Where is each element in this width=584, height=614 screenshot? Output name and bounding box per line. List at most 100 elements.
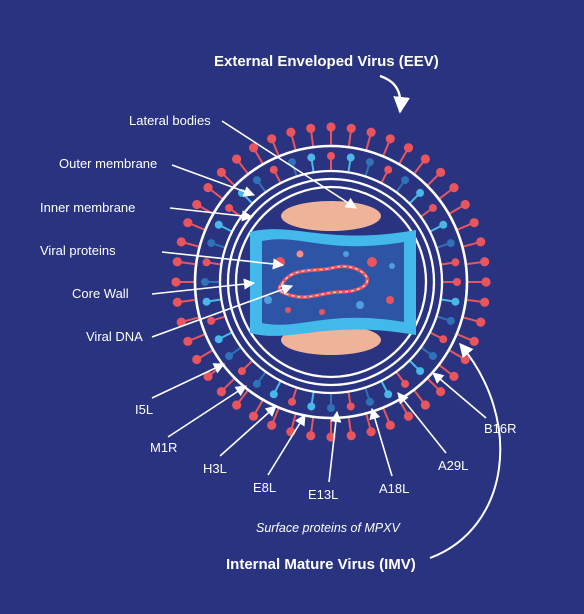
outer-spike-head bbox=[326, 122, 336, 132]
surface-protein-head bbox=[214, 220, 223, 229]
imv-title: Internal Mature Virus (IMV) bbox=[226, 556, 416, 573]
outer-spike-head bbox=[171, 277, 181, 287]
outer-spike-head bbox=[403, 143, 414, 153]
surface-protein-head bbox=[451, 258, 460, 267]
surface-protein-head bbox=[446, 316, 455, 325]
eev-title: External Enveloped Virus (EEV) bbox=[214, 53, 439, 70]
outer-spike-head bbox=[267, 134, 277, 144]
surface-protein-head bbox=[428, 203, 437, 212]
surface-protein-head bbox=[237, 367, 246, 376]
outer-spike-head bbox=[480, 257, 490, 267]
outer-spike-head bbox=[469, 218, 479, 228]
outer-spike-head bbox=[172, 257, 182, 267]
outer-spike-head bbox=[183, 218, 193, 228]
label-h3l: H3L bbox=[203, 461, 227, 476]
surface-protein-head bbox=[365, 158, 374, 167]
surface-protein-head bbox=[384, 165, 393, 174]
label-e13l: E13L bbox=[308, 487, 339, 502]
leader-lines bbox=[151, 74, 502, 559]
outer-spike-head bbox=[436, 387, 446, 397]
outer-spike-head bbox=[385, 134, 395, 144]
outer-spike-head bbox=[232, 154, 242, 164]
outer-spike-head bbox=[449, 371, 459, 381]
label-b16r: B16R bbox=[484, 421, 517, 436]
surface-protein-head bbox=[401, 176, 410, 185]
surface-protein-head bbox=[428, 352, 437, 361]
outer-spike-head bbox=[248, 143, 259, 153]
outer-spike-head bbox=[420, 400, 430, 410]
surface-protein-head bbox=[207, 239, 216, 248]
surface-protein-head bbox=[446, 239, 455, 248]
outer-spike-head bbox=[449, 183, 459, 193]
outer-spike-head bbox=[176, 237, 186, 247]
surface-protein-head bbox=[384, 390, 393, 399]
label-a18l: A18L bbox=[379, 481, 410, 496]
surface-protein-head bbox=[307, 402, 316, 411]
label-a29l: A29L bbox=[438, 458, 469, 473]
outer-spike-head bbox=[346, 431, 356, 441]
label-lateral-bodies: Lateral bodies bbox=[129, 113, 211, 128]
surface-protein-head bbox=[252, 176, 261, 185]
outer-spike-head bbox=[203, 183, 213, 193]
surface-protein-head bbox=[202, 258, 211, 267]
surface-protein-head bbox=[327, 404, 335, 412]
surface-protein-head bbox=[439, 220, 448, 229]
viral-dna bbox=[277, 264, 369, 299]
surface-protein-head bbox=[225, 352, 234, 361]
surface-protein-spikes bbox=[201, 152, 461, 412]
label-viral-proteins: Viral proteins bbox=[40, 243, 116, 258]
outer-spike-head bbox=[306, 431, 316, 441]
surface-protein-head bbox=[225, 203, 234, 212]
outer-spike-head bbox=[192, 199, 202, 210]
inner-membrane-outer-line bbox=[218, 169, 444, 395]
label-m1r: M1R bbox=[150, 440, 178, 455]
surface-protein-head bbox=[252, 379, 261, 388]
outer-spike-head bbox=[216, 387, 226, 397]
outer-spike-head bbox=[203, 371, 213, 381]
surface-protein-head bbox=[288, 397, 297, 406]
surface-protein-head bbox=[207, 316, 216, 325]
outer-spike-head bbox=[183, 336, 193, 346]
surface-protein-head bbox=[416, 367, 425, 376]
label-viral-dna: Viral DNA bbox=[86, 329, 143, 344]
surface-protein-head bbox=[269, 390, 278, 399]
surface-protein-head bbox=[439, 335, 448, 344]
outer-spike-head bbox=[216, 167, 226, 177]
label-e8l: E8L bbox=[253, 480, 277, 495]
surface-protein-head bbox=[346, 402, 355, 411]
surface-protein-head bbox=[453, 278, 461, 286]
outer-spike-head bbox=[480, 297, 490, 307]
outer-spike-head bbox=[192, 354, 202, 365]
surface-protein-head bbox=[346, 153, 355, 162]
outer-spike-head bbox=[346, 123, 356, 133]
outer-spike-head bbox=[476, 237, 486, 247]
outer-spike-head bbox=[248, 411, 259, 421]
surface-protein-head bbox=[288, 158, 297, 167]
inner-membrane-core-line bbox=[234, 185, 428, 379]
outer-spike-head bbox=[460, 199, 470, 210]
outer-spike-head bbox=[286, 127, 296, 137]
surface-protein-head bbox=[327, 152, 335, 160]
outer-spike-head bbox=[436, 167, 446, 177]
outer-spike-head bbox=[306, 123, 316, 133]
surface-protein-head bbox=[401, 379, 410, 388]
surface-protein-head bbox=[201, 278, 209, 286]
outer-spike-head bbox=[385, 420, 395, 430]
surface-protein-head bbox=[214, 335, 223, 344]
outer-spike-head bbox=[469, 336, 479, 346]
inner-membrane-inner-line bbox=[226, 177, 436, 387]
outer-spike-head bbox=[420, 154, 430, 164]
outer-spike-head bbox=[176, 317, 186, 327]
lateral-body-top bbox=[281, 201, 381, 231]
surface-protein-head bbox=[365, 397, 374, 406]
outer-spike-head bbox=[172, 297, 182, 307]
outer-spike-head bbox=[267, 420, 277, 430]
label-i5l: I5L bbox=[135, 402, 154, 417]
outer-spike-head bbox=[481, 277, 491, 287]
label-outer-membrane: Outer membrane bbox=[59, 156, 158, 171]
surface-proteins-caption: Surface proteins of MPXV bbox=[256, 521, 400, 535]
surface-protein-head bbox=[451, 297, 460, 306]
label-inner-membrane: Inner membrane bbox=[40, 200, 136, 215]
outer-spike-head bbox=[476, 317, 486, 327]
